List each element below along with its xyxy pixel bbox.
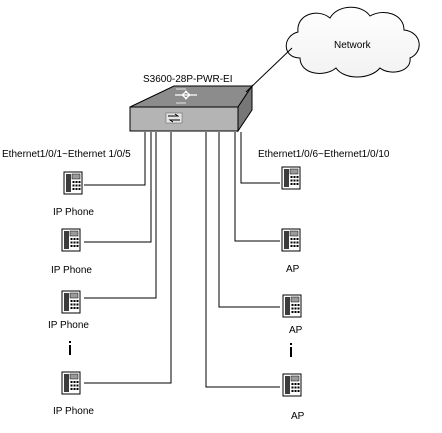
cloud-label: Network: [334, 40, 372, 51]
right-device-label-2: AP: [286, 264, 300, 275]
phone-icon: [281, 228, 301, 252]
phone-icon: [281, 166, 301, 190]
right-wire-2: [234, 132, 280, 242]
right-wire-3: [218, 132, 280, 308]
left-device-label-4: IP Phone: [53, 406, 94, 417]
switch-icon: [129, 84, 253, 133]
left-wire-4: [84, 132, 172, 384]
phone-icon: [63, 171, 83, 195]
right-device-label-4: AP: [291, 411, 305, 422]
phone-icon: [282, 373, 302, 397]
left-device-label-1: IP Phone: [53, 207, 94, 218]
right-ports-label: Ethernet1/0/6~Ethernet1/0/10: [258, 149, 390, 160]
right-wire-1: [240, 132, 280, 184]
uplink-wire: [245, 47, 293, 93]
left-wire-3: [84, 132, 157, 299]
switch-label: S3600-28P-PWR-EI: [143, 74, 232, 85]
left-wire-1: [84, 132, 146, 186]
phone-icon: [61, 290, 81, 314]
phone-icon: [282, 294, 302, 318]
left-device-label-2: IP Phone: [51, 265, 92, 276]
right-device-label-3: AP: [289, 325, 303, 336]
phone-icon: [61, 371, 81, 395]
phone-icon: [61, 228, 81, 252]
left-wire-2: [84, 132, 152, 243]
left-ports-label: Ethernet1/0/1~Ethernet 1/0/5: [2, 149, 131, 160]
left-device-label-3: IP Phone: [48, 320, 89, 331]
right-wire-4: [205, 132, 280, 388]
vertical-ellipsis-icon: [69, 341, 71, 355]
cloud-icon: [285, 6, 420, 78]
vertical-ellipsis-icon: [290, 343, 292, 357]
